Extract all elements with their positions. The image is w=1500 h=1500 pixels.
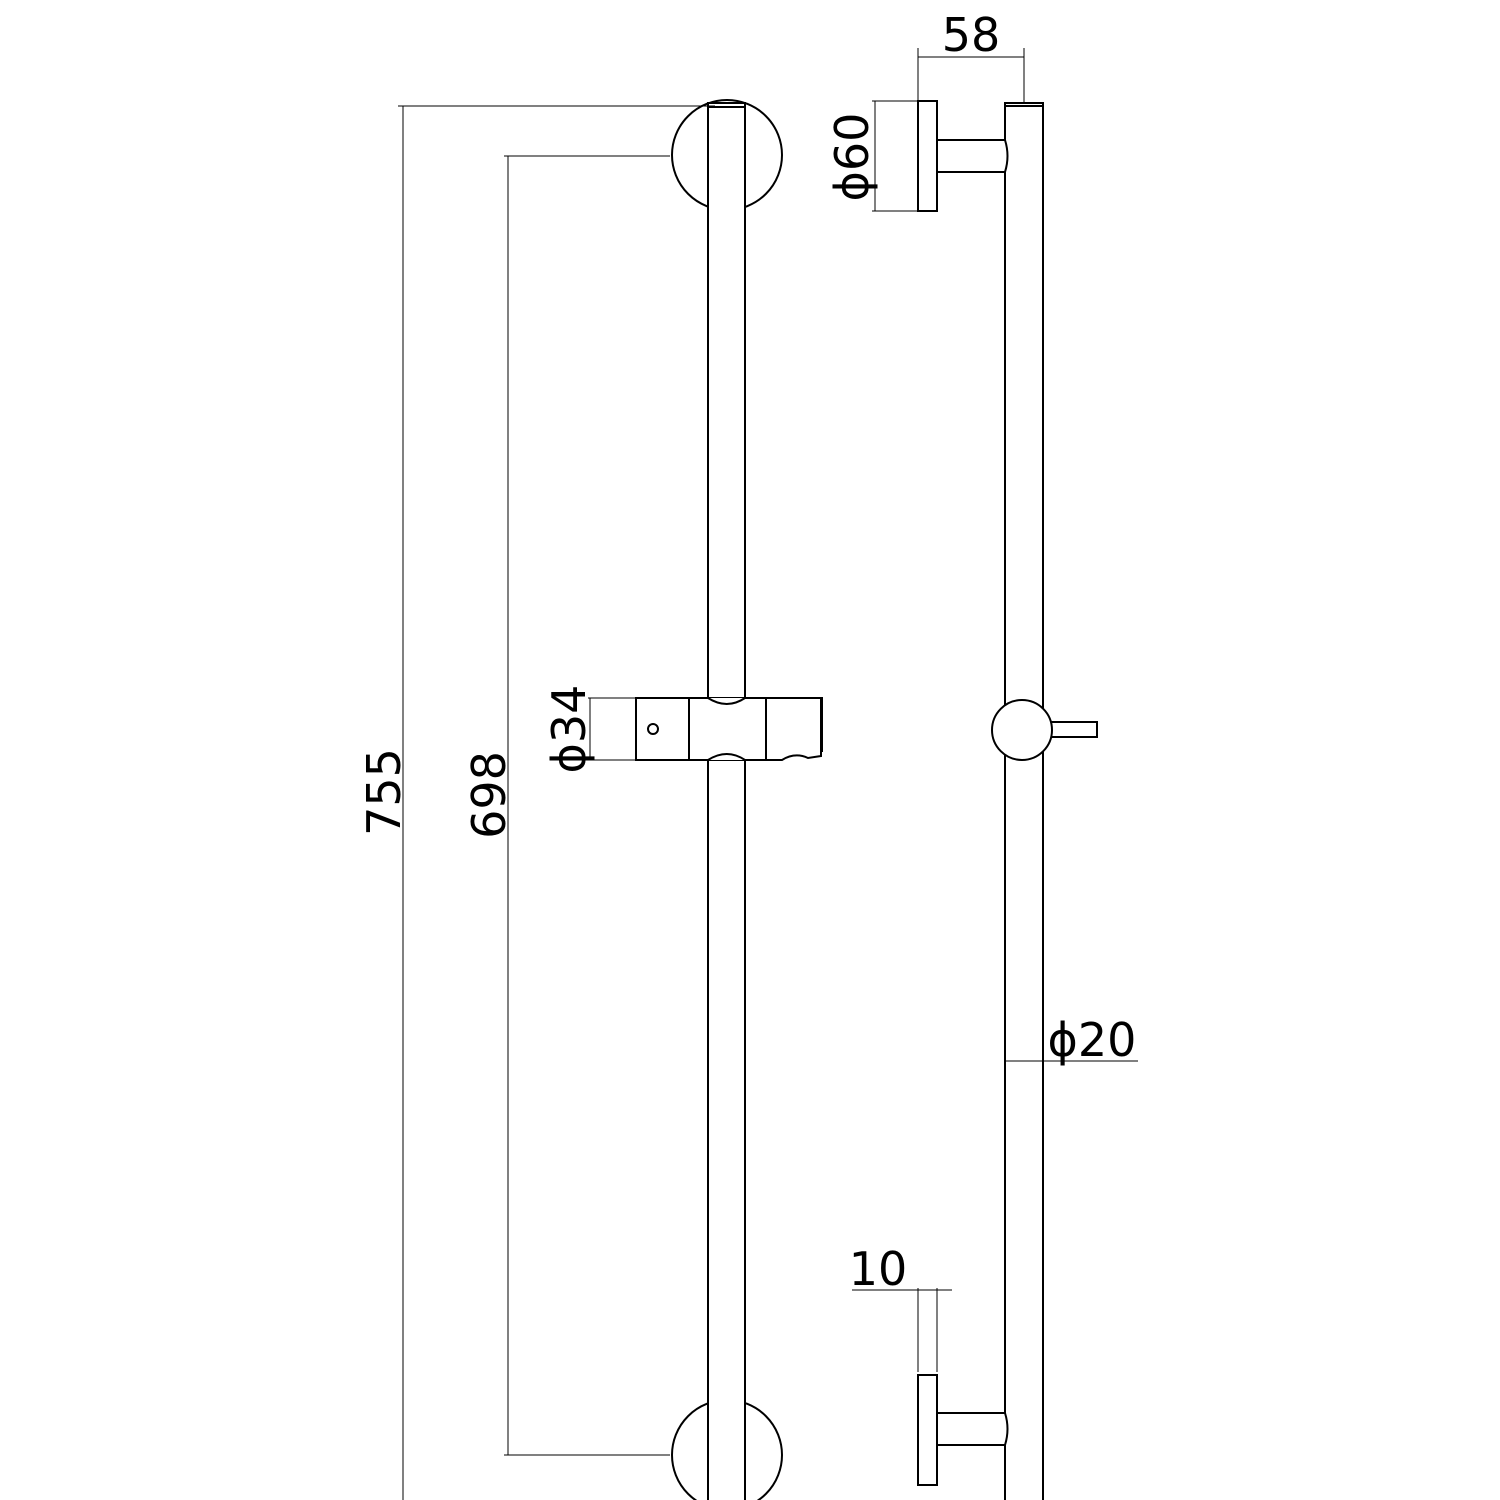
bottom-stem xyxy=(936,1412,1009,1446)
dim-phi34-label: ϕ34 xyxy=(542,685,596,774)
top-flange xyxy=(917,100,938,212)
dim-flange-thickness: 10 xyxy=(849,1242,952,1372)
dim-overall-length: 755 xyxy=(357,105,715,1500)
dim-projection: 58 xyxy=(917,8,1025,103)
rail-side xyxy=(1004,102,1044,1500)
side-view: ϕ60 58 ϕ20 10 xyxy=(825,8,1138,1500)
dim-698-label: 698 xyxy=(462,751,516,839)
dim-rail-diameter: ϕ20 xyxy=(1005,1013,1138,1067)
dim-10-label: 10 xyxy=(849,1242,908,1296)
dim-phi20-label: ϕ20 xyxy=(1048,1013,1137,1067)
dim-755-label: 755 xyxy=(357,748,411,836)
slider-side xyxy=(991,699,1053,761)
dim-slider-diameter: ϕ34 xyxy=(542,685,636,774)
slider-lever xyxy=(1049,721,1098,738)
front-view: 755 698 ϕ34 xyxy=(357,99,824,1500)
top-stem xyxy=(936,139,1009,173)
bottom-flange xyxy=(917,1374,938,1486)
dim-bracket-diameter: ϕ60 xyxy=(825,100,918,212)
slider-hole xyxy=(647,723,659,735)
slider-front xyxy=(635,697,824,762)
dim-phi60-label: ϕ60 xyxy=(825,113,879,202)
dim-bracket-centers: 698 xyxy=(462,155,670,1456)
dim-58-label: 58 xyxy=(942,8,1001,62)
rail-front xyxy=(707,102,746,1500)
